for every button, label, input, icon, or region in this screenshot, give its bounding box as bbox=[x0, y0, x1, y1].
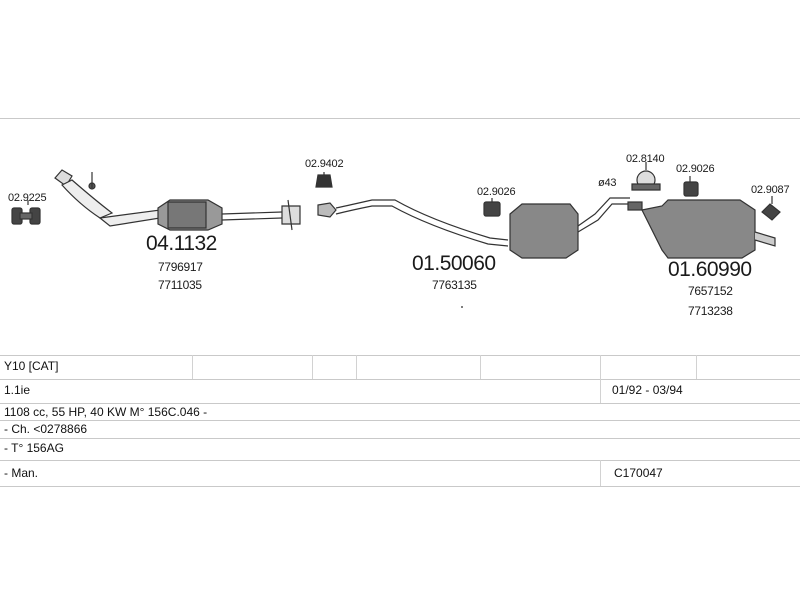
col-divider bbox=[480, 355, 481, 379]
engine-cell: 1.1ie bbox=[4, 383, 31, 397]
table-row-rule bbox=[0, 379, 800, 380]
oem-number-centre: 7763135 bbox=[432, 278, 477, 292]
clamp-right-icon bbox=[683, 181, 699, 197]
table-row-rule bbox=[0, 420, 800, 421]
code-cell: C170047 bbox=[614, 466, 663, 480]
type-cell: - T° 156AG bbox=[4, 441, 64, 455]
chassis-cell: - Ch. <0278866 bbox=[4, 422, 88, 436]
hanger-top-icon bbox=[631, 170, 661, 191]
top-border bbox=[0, 118, 800, 119]
pipe-diameter: ø43 bbox=[598, 177, 617, 189]
table-bottom-rule bbox=[0, 486, 800, 487]
clamp-mid-icon bbox=[483, 201, 501, 217]
col-divider bbox=[192, 355, 193, 379]
years-cell: 01/92 - 03/94 bbox=[612, 383, 683, 397]
col-divider bbox=[600, 355, 601, 379]
col-divider bbox=[600, 460, 601, 486]
spec-cell: 1108 cc, 55 HP, 40 KW M° 156C.046 - bbox=[4, 405, 208, 419]
table-row-rule bbox=[0, 460, 800, 461]
oem-number-cat-1: 7796917 bbox=[158, 260, 203, 274]
oem-number-rear-2: 7713238 bbox=[688, 304, 733, 318]
part-label-clamp-mid: 02.9026 bbox=[477, 186, 516, 198]
centre-silencer-icon bbox=[509, 197, 630, 259]
col-divider bbox=[600, 379, 601, 403]
part-label-gasket-right: 02.9087 bbox=[751, 184, 790, 196]
part-number-cat: 04.1132 bbox=[146, 232, 217, 255]
part-number-centre: 01.50060 bbox=[412, 252, 496, 275]
col-divider bbox=[356, 355, 357, 379]
part-label-hanger-top: 02.8140 bbox=[626, 153, 665, 165]
part-label-gasket-top: 02.9402 bbox=[305, 158, 344, 170]
part-number-rear: 01.60990 bbox=[668, 258, 752, 281]
oem-number-cat-2: 7711035 bbox=[158, 278, 202, 292]
table-top-rule bbox=[0, 355, 800, 356]
intermediate-pipe-icon bbox=[317, 199, 509, 247]
catalytic-converter-icon bbox=[157, 199, 301, 231]
gearbox-cell: - Man. bbox=[4, 466, 39, 480]
exhaust-diagram bbox=[11, 162, 781, 308]
downpipe-icon bbox=[54, 169, 161, 227]
model-cell: Y10 [CAT] bbox=[4, 359, 59, 373]
col-divider bbox=[312, 355, 313, 379]
table-row-rule bbox=[0, 403, 800, 404]
part-label-clamp-right: 02.9026 bbox=[676, 163, 715, 175]
gasket-left-icon bbox=[11, 207, 41, 225]
table-row-rule bbox=[0, 438, 800, 439]
gasket-top-icon bbox=[315, 174, 333, 188]
gasket-right-icon bbox=[761, 203, 781, 221]
rear-silencer-icon bbox=[641, 199, 776, 259]
oem-number-rear-1: 7657152 bbox=[688, 284, 733, 298]
col-divider bbox=[696, 355, 697, 379]
part-label-gasket-left: 02.9225 bbox=[8, 192, 47, 204]
